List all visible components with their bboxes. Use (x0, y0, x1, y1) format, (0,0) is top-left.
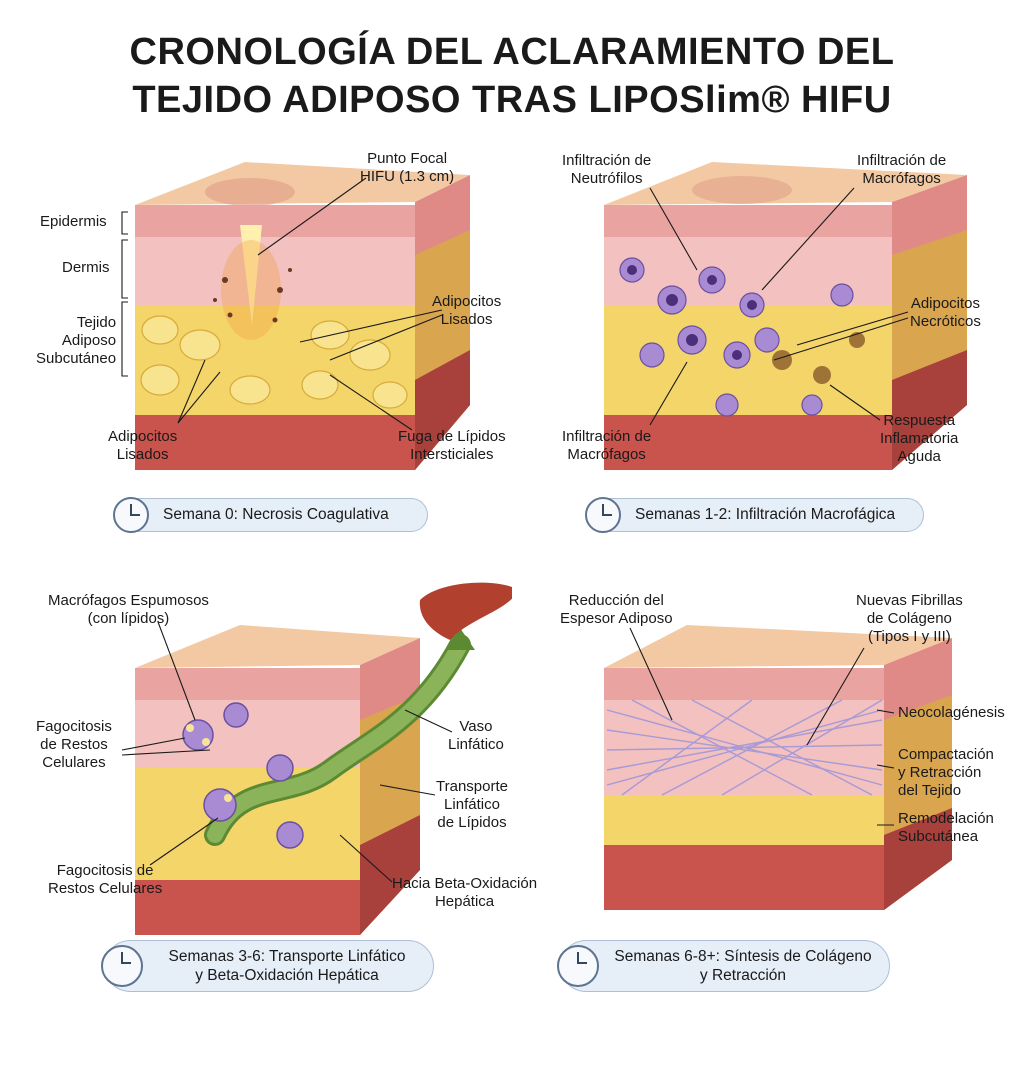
macrophage-cells (619, 257, 854, 417)
label-adipose-thickness-reduction: Reducción del Espesor Adiposo (560, 592, 673, 627)
label-necrotic-adipocytes: Adipocitos Necróticos (910, 295, 981, 330)
skin-surface (135, 625, 420, 668)
label-foam-macrophages: Macrófagos Espumosos (con lípidos) (48, 592, 209, 627)
dermis-layer (135, 237, 415, 305)
stage-label: Semana 0: Necrosis Coagulativa (163, 506, 389, 523)
label-subcutaneous-remodeling: Remodelación Subcutánea (898, 810, 994, 845)
label-neutrophils: Infiltración de Neutrófilos (562, 152, 652, 187)
stage-badge-week-0: Semana 0: Necrosis Coagulativa (113, 497, 428, 533)
label-macrophages-bottom: Infiltración de Macrófagos (562, 428, 652, 463)
label-collagen-fibrils: Nuevas Fibrillas de Colágeno (Tipos I y … (856, 592, 963, 645)
panel-weeks-1-2: Infiltración de Neutrófilos Infiltración… (512, 130, 1024, 642)
clock-icon (101, 945, 143, 987)
label-phagocytosis-top: Fagocitosis de Restos Celulares (36, 718, 112, 771)
label-subcutaneous: Tejido Adiposo Subcutáneo (36, 314, 117, 367)
stage-label: Semanas 1-2: Infiltración Macrofágica (635, 506, 896, 523)
transport-arrow (445, 628, 475, 650)
label-phagocytosis-bottom: Fagocitosis de Restos Celulares (48, 862, 163, 897)
tissue-block-week-0 (121, 162, 470, 470)
muscle-layer (135, 415, 415, 470)
label-macrophages-top: Infiltración de Macrófagos (857, 152, 947, 187)
tissue-block-weeks-1-2 (604, 162, 967, 470)
stage-label: Semanas 6-8+: Síntesis de Colágeno y Ret… (614, 948, 872, 984)
label-neocollagenesis: Neocolagénesis (898, 704, 1005, 721)
title-line-2: TEJIDO ADIPOSO TRAS LIPOSlim® HIFU (132, 79, 892, 121)
panel-week-0: Punto Focal HIFU (1.3 cm) Epidermis Derm… (0, 130, 512, 642)
tissue-block-weeks-3-6 (121, 582, 512, 935)
panel-weeks-6-8: Reducción del Espesor Adiposo Nuevas Fib… (512, 570, 1024, 1082)
clock-icon (113, 497, 149, 533)
stage-badge-weeks-6-8: Semanas 6-8+: Síntesis de Colágeno y Ret… (557, 940, 890, 992)
label-lysed-adipocytes-right: Adipocitos Lisados (432, 293, 502, 328)
stage-badge-weeks-1-2: Semanas 1-2: Infiltración Macrofágica (585, 497, 924, 533)
foam-macrophage-cells (182, 702, 304, 849)
label-focal-point: Punto Focal HIFU (1.3 cm) (360, 150, 455, 185)
page-title: CRONOLOGÍA DEL ACLARAMIENTO DEL TEJIDO A… (0, 28, 1024, 124)
label-epidermis: Epidermis (40, 213, 107, 230)
stage-label: Semanas 3-6: Transporte Linfático y Beta… (168, 948, 406, 984)
label-dermis: Dermis (62, 259, 110, 276)
label-lipid-leak: Fuga de Lípidos Intersticiales (398, 428, 506, 463)
stage-badge-weeks-3-6: Semanas 3-6: Transporte Linfático y Beta… (101, 940, 434, 992)
label-inflammatory-response: Respuesta Inflamatoria Aguda (880, 412, 959, 465)
title-line-1: CRONOLOGÍA DEL ACLARAMIENTO DEL (129, 31, 895, 73)
label-hepatic-beta-oxidation: Hacia Beta-Oxidación Hepática (392, 875, 538, 910)
collagen-fibrils (606, 699, 883, 796)
epidermis-layer (135, 205, 415, 237)
clock-icon (585, 497, 621, 533)
label-tissue-compaction: Compactación y Retracción del Tejido (898, 746, 994, 799)
label-lysed-adipocytes-left: Adipocitos Lisados (108, 428, 178, 463)
label-lymph-transport: Transporte Linfático de Lípidos (436, 778, 508, 831)
tissue-block-weeks-6-8 (604, 625, 952, 910)
skin-surface (604, 625, 952, 668)
liver-icon (419, 582, 512, 640)
panel-weeks-3-6: Macrófagos Espumosos (con lípidos) Fagoc… (0, 570, 537, 1082)
clock-icon (557, 945, 599, 987)
hifu-focal-beam (240, 225, 262, 325)
label-lymph-vessel: Vaso Linfático (448, 718, 504, 753)
